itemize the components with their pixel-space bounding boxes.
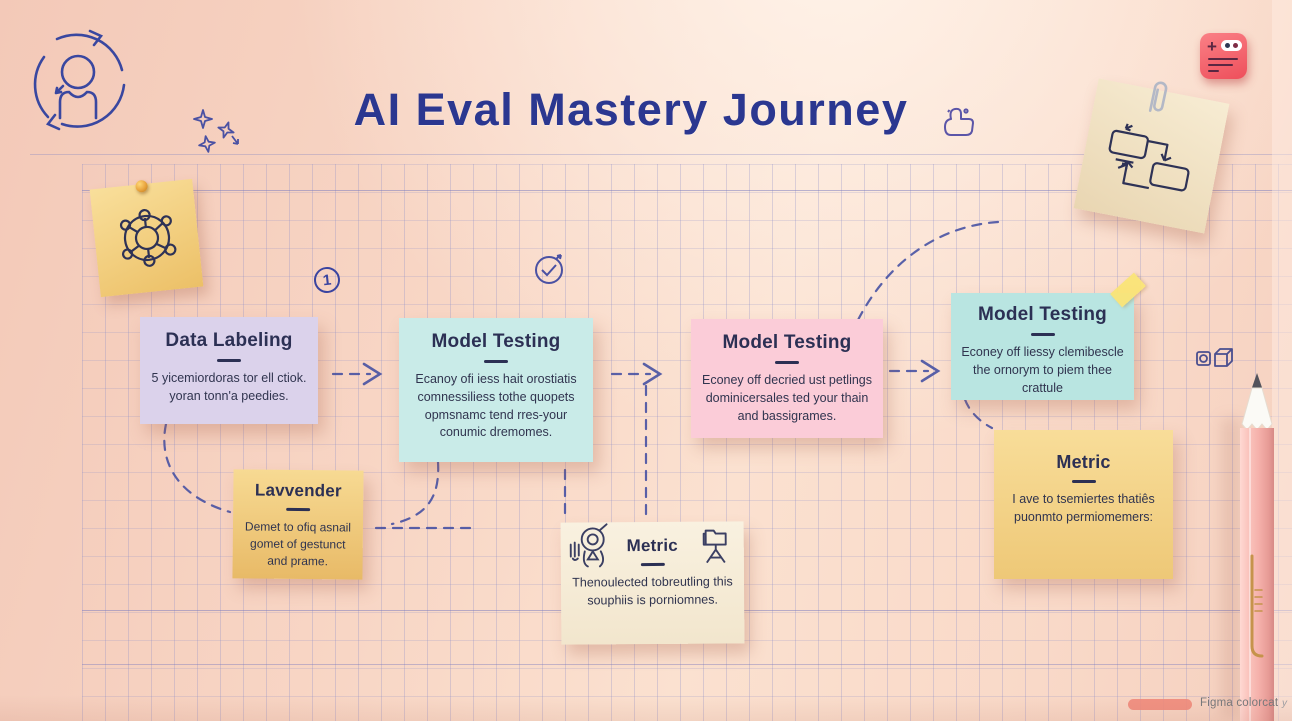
- sticky-note-metric-right[interactable]: Metric I ave to tsemiertes thatiês puonm…: [994, 430, 1173, 579]
- note-body: I ave to tsemiertes thatiês puonmto perm…: [1012, 492, 1155, 524]
- divider: [1030, 333, 1055, 336]
- sticky-note-model-testing-3[interactable]: Model Testing Econey off liessy clemibes…: [951, 293, 1134, 400]
- target-check-icon: [535, 254, 563, 284]
- sticky-note-model-testing-1[interactable]: Model Testing Ecanoy ofi iess hait orost…: [399, 318, 593, 462]
- flowchart-doodle-icon: [1108, 123, 1190, 192]
- toggle-pill-icon: [1221, 40, 1242, 51]
- page-title: AI Eval Mastery Journey: [353, 84, 909, 135]
- robot-doodle-icon: [569, 523, 608, 568]
- paperclip-icon: [1148, 81, 1168, 112]
- pencil-tip: [1241, 373, 1273, 431]
- note-body: Ecanoy ofi iess hait orostiatis comnessi…: [415, 372, 577, 440]
- divider: [286, 507, 311, 512]
- divider: [217, 359, 241, 362]
- edge-highlight: [1272, 0, 1292, 721]
- note-body: Demet to ofiq asnail gomet of gestunct a…: [244, 519, 352, 569]
- user-cycle-icon: [33, 29, 126, 131]
- grid-line: [30, 154, 1292, 155]
- network-doodle-icon: [119, 208, 177, 267]
- watermark-label: Figma colorcat: [1200, 697, 1278, 709]
- watermark-suffix: y: [1282, 698, 1287, 709]
- thumbs-up-icon: [944, 107, 974, 136]
- sticky-note-lavvender[interactable]: Lavvender Demet to ofiq asnail gomet of …: [232, 469, 364, 580]
- divider: [1071, 480, 1096, 483]
- grid-line: [82, 664, 1292, 665]
- sticky-note-flowchart-doodle[interactable]: [1073, 78, 1230, 234]
- pencil-graphic: [1222, 372, 1274, 721]
- note-title: Metric: [1056, 452, 1111, 472]
- note-title: Model Testing: [978, 304, 1107, 325]
- pencil-gold-stripe: [1250, 554, 1264, 658]
- divider: [640, 562, 665, 567]
- cubes-icon: [1196, 348, 1233, 367]
- sparkles-icon: [193, 109, 239, 153]
- divider: [775, 361, 799, 364]
- vignette: [0, 695, 1292, 721]
- pencil-body: [1240, 428, 1274, 721]
- sticky-note-network-doodle[interactable]: [89, 178, 204, 298]
- sticky-note-metric-center[interactable]: Metric Thenoulected tobreutling this sou…: [560, 521, 745, 645]
- note-title: Model Testing: [431, 331, 561, 352]
- note-title: Lavvender: [254, 480, 342, 501]
- note-body: Econey off decried ust petlings dominice…: [701, 373, 872, 423]
- note-body: 5 yicemiordoras tor ell ctiok. yoran ton…: [151, 371, 307, 403]
- sticky-note-model-testing-2[interactable]: Model Testing Econey off decried ust pet…: [691, 319, 883, 438]
- sticky-note-data-labeling[interactable]: Data Labeling 5 yicemiordoras tor ell ct…: [140, 317, 318, 424]
- watermark-pill: [1128, 699, 1192, 710]
- grid-line: [82, 190, 1292, 191]
- pushpin-icon: [134, 179, 149, 193]
- note-body: Econey off liessy clemibescle the ornory…: [961, 345, 1124, 395]
- note-title: Model Testing: [722, 332, 852, 353]
- plus-icon: +: [1207, 37, 1217, 56]
- folder-tripod-icon: [702, 529, 727, 564]
- divider: [484, 360, 508, 363]
- note-body: Thenoulected tobreutling this souphiis i…: [572, 574, 733, 608]
- notes-app-icon: +: [1200, 33, 1247, 79]
- note-title: Data Labeling: [165, 330, 293, 351]
